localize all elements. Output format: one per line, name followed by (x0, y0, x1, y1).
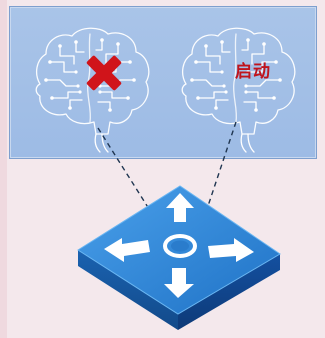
left-edge-strip (0, 0, 7, 338)
brain-panel (9, 6, 317, 159)
four-way-arrows-icon (104, 193, 254, 298)
left-connector-line (97, 127, 167, 237)
network-switch-icon (77, 185, 281, 330)
left-brain-icon (35, 27, 150, 153)
red-x-icon (86, 55, 122, 91)
status-label-start: 启动 (235, 62, 271, 82)
right-brain-icon (181, 27, 296, 153)
switch-center-ring (163, 234, 197, 258)
